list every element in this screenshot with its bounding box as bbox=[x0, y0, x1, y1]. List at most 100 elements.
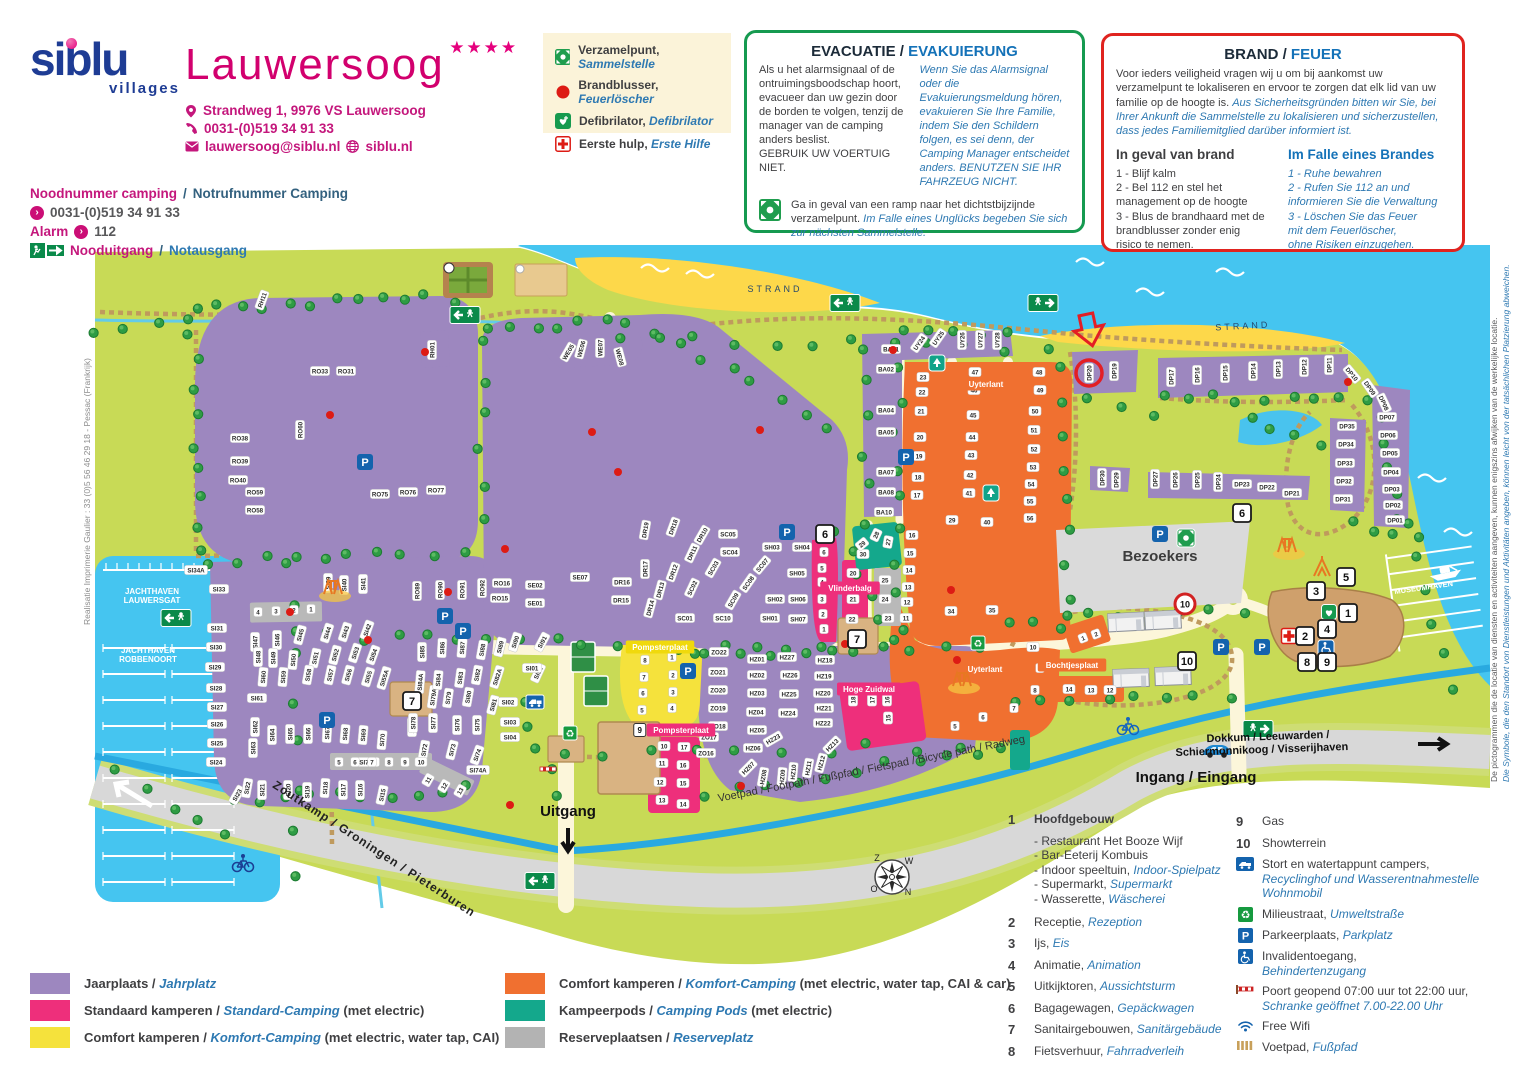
facility-marker: 10 bbox=[1177, 651, 1197, 671]
svg-text:HZ11: HZ11 bbox=[804, 760, 814, 776]
svg-text:P: P bbox=[323, 715, 330, 727]
svg-text:SI56: SI56 bbox=[344, 668, 354, 683]
svg-text:P: P bbox=[1156, 529, 1163, 541]
svg-text:SC05: SC05 bbox=[720, 531, 736, 538]
svg-text:41: 41 bbox=[966, 490, 973, 497]
svg-text:7: 7 bbox=[370, 759, 374, 766]
pods-icons bbox=[982, 484, 1000, 502]
svg-text:DP31: DP31 bbox=[1335, 496, 1351, 503]
website-text: siblu.nl bbox=[365, 139, 413, 154]
svg-text:5: 5 bbox=[953, 723, 957, 730]
svg-text:ZO19: ZO19 bbox=[710, 705, 726, 712]
svg-text:15: 15 bbox=[885, 714, 892, 721]
svg-text:SI72: SI72 bbox=[420, 743, 429, 757]
svg-text:ROBBENOORT: ROBBENOORT bbox=[119, 655, 177, 664]
svg-text:SI53: SI53 bbox=[351, 646, 362, 661]
legend-extinguisher-row: Brandblusser, Feuerlöscher bbox=[555, 78, 731, 106]
assembly-point-icon bbox=[555, 49, 571, 65]
svg-text:SI43: SI43 bbox=[341, 625, 352, 640]
svg-text:SI54: SI54 bbox=[368, 648, 379, 663]
swing-icon bbox=[1273, 535, 1305, 560]
defibrillator-icon bbox=[1321, 604, 1337, 620]
svg-text:SI57: SI57 bbox=[326, 668, 336, 682]
siblu-villages-label: villages bbox=[108, 80, 180, 97]
svg-text:RO59: RO59 bbox=[247, 489, 264, 496]
svg-text:21: 21 bbox=[850, 596, 857, 603]
legend-assembly-row: Verzamelpunt, Sammelstelle bbox=[555, 43, 731, 71]
svg-text:50: 50 bbox=[1032, 408, 1039, 415]
facility-marker: 8 bbox=[1297, 652, 1317, 672]
fire-extinguisher-icon bbox=[421, 348, 429, 356]
svg-text:HZ27: HZ27 bbox=[779, 654, 795, 661]
svg-text:SI01: SI01 bbox=[526, 665, 539, 672]
svg-text:DP26: DP26 bbox=[1172, 472, 1179, 488]
bicycle-icon bbox=[1116, 717, 1140, 736]
recycle-icon: ♻ bbox=[970, 635, 986, 651]
svg-text:SH02: SH02 bbox=[767, 596, 783, 603]
svg-text:HZ26: HZ26 bbox=[782, 672, 798, 679]
facility-marker: 1 bbox=[1338, 603, 1358, 623]
info-item: Poort geopend 07:00 uur tot 22:00 uur,Sc… bbox=[1236, 984, 1514, 1013]
svg-text:DP01: DP01 bbox=[1387, 517, 1403, 524]
svg-text:DP14: DP14 bbox=[1250, 363, 1257, 379]
info-item: Stort en watertappunt campers,Recyclingh… bbox=[1236, 857, 1514, 901]
svg-text:8: 8 bbox=[1304, 657, 1310, 669]
svg-text:51: 51 bbox=[1031, 427, 1038, 434]
svg-text:♻: ♻ bbox=[566, 729, 575, 740]
color-chip bbox=[505, 1027, 545, 1048]
svg-text:12: 12 bbox=[440, 781, 450, 791]
svg-text:12: 12 bbox=[1107, 687, 1114, 694]
fire-extinguisher-icon bbox=[947, 586, 955, 594]
assembly-point-icon bbox=[759, 198, 781, 221]
pitch-legend-right: Comfort kamperen / Komfort-Camping (met … bbox=[505, 970, 1011, 1051]
svg-text:DP33: DP33 bbox=[1337, 460, 1353, 467]
parking-icon: P bbox=[1152, 526, 1168, 542]
info-item: Invalidentoegang,Behindertenzugang bbox=[1236, 948, 1514, 978]
location-pin-icon bbox=[186, 104, 196, 117]
svg-text:SI16: SI16 bbox=[357, 783, 364, 796]
bicycle-icon bbox=[231, 854, 255, 873]
svg-text:54: 54 bbox=[1028, 481, 1035, 488]
svg-text:Vlinderbalg: Vlinderbalg bbox=[828, 584, 872, 593]
info-item: Free Wifi bbox=[1236, 1019, 1514, 1034]
fire-intro: Voor ieders veiligheid vragen wij u om b… bbox=[1116, 68, 1439, 138]
tree-badge-icon bbox=[982, 484, 1000, 502]
fire-extinguisher-icon bbox=[614, 468, 622, 476]
svg-text:2: 2 bbox=[821, 611, 825, 618]
svg-text:17: 17 bbox=[681, 744, 688, 751]
facility-marker: 5 bbox=[1336, 567, 1356, 587]
svg-text:SI55: SI55 bbox=[364, 670, 375, 685]
svg-text:DP30: DP30 bbox=[1099, 470, 1106, 486]
svg-text:P: P bbox=[459, 626, 466, 638]
svg-text:SI73: SI73 bbox=[448, 743, 458, 758]
svg-text:SI52: SI52 bbox=[331, 648, 341, 663]
svg-text:SI34A: SI34A bbox=[187, 567, 205, 574]
svg-text:14: 14 bbox=[680, 801, 687, 808]
first-aid-icon bbox=[1280, 627, 1298, 645]
svg-text:15: 15 bbox=[907, 550, 914, 557]
svg-text:SI20: SI20 bbox=[285, 783, 292, 796]
svg-text:P: P bbox=[783, 527, 790, 539]
svg-text:9: 9 bbox=[638, 726, 643, 735]
svg-text:Uyterlant: Uyterlant bbox=[968, 665, 1003, 674]
svg-text:43: 43 bbox=[968, 452, 975, 459]
svg-text:13: 13 bbox=[905, 584, 912, 591]
svg-text:DP02: DP02 bbox=[1385, 502, 1401, 509]
svg-text:DP25: DP25 bbox=[1194, 472, 1201, 488]
barrier-icon bbox=[539, 766, 557, 772]
facility-sub: - Supermarkt, Supermarkt bbox=[1034, 877, 1173, 892]
svg-text:RO89: RO89 bbox=[414, 582, 421, 599]
svg-text:SI21: SI21 bbox=[259, 783, 266, 796]
svg-text:SH01: SH01 bbox=[762, 615, 778, 622]
phone-icon bbox=[186, 123, 197, 134]
svg-text:SI61: SI61 bbox=[251, 695, 264, 702]
svg-text:HZ08: HZ08 bbox=[759, 769, 769, 786]
info-item: ♻ Milieustraat, Umweltstraße bbox=[1236, 906, 1514, 922]
svg-text:SI22: SI22 bbox=[243, 781, 252, 795]
